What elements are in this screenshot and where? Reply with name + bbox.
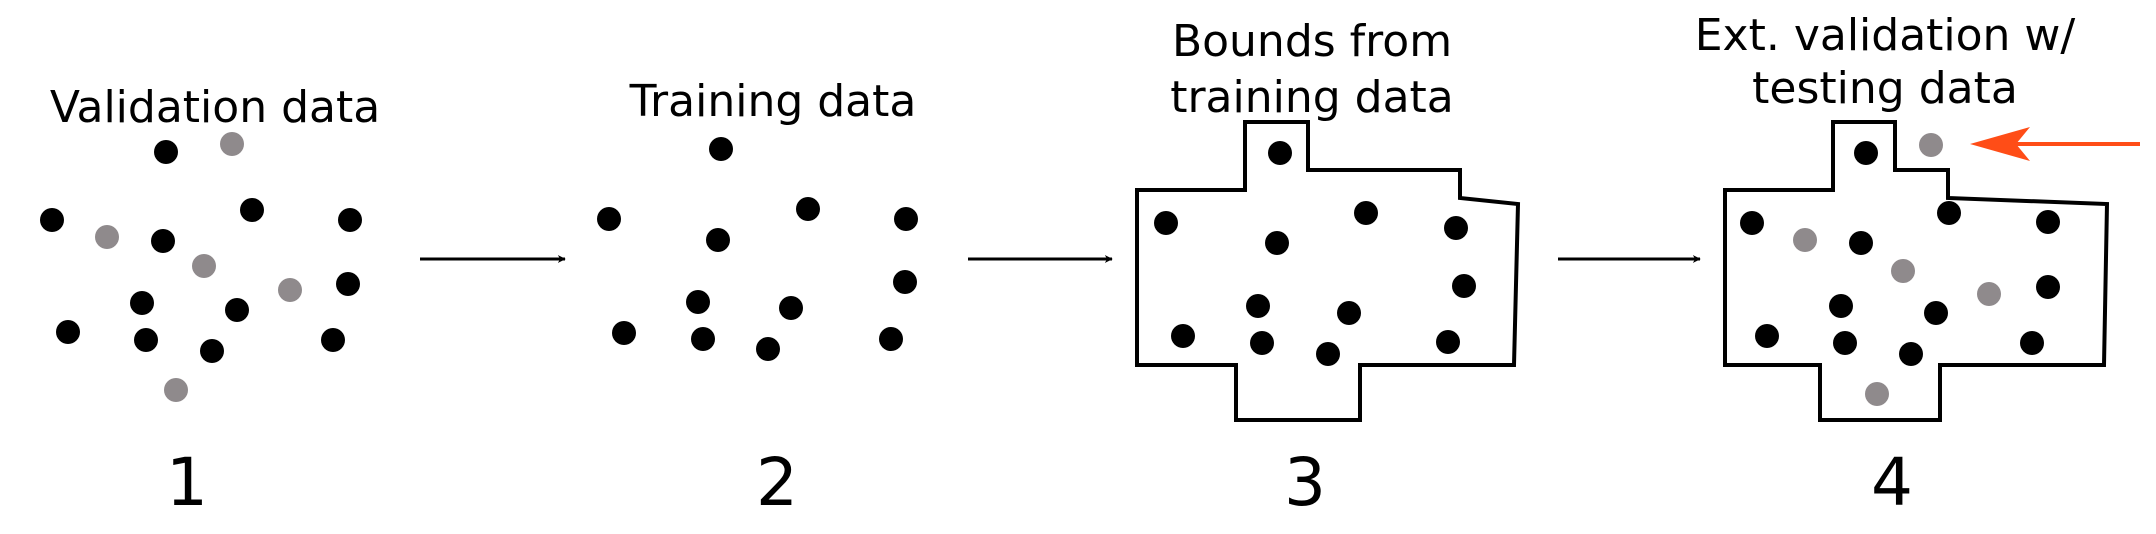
training-point: [1829, 294, 1853, 318]
training-point: [1265, 231, 1289, 255]
training-point: [1337, 301, 1361, 325]
panel-3-title-line-2: training data: [1170, 72, 1454, 123]
training-point: [879, 327, 903, 351]
training-point: [706, 228, 730, 252]
training-point: [894, 207, 918, 231]
panel-4-title-line-2: testing data: [1752, 63, 2018, 114]
panel-2-number: 2: [756, 444, 798, 521]
panel-1-number: 1: [166, 444, 208, 521]
training-point: [1171, 324, 1195, 348]
training-point: [597, 207, 621, 231]
validation-point: [134, 328, 158, 352]
training-point: [1436, 330, 1460, 354]
training-point: [2020, 331, 2044, 355]
panel-1-points: [40, 132, 362, 402]
testing-point: [1865, 382, 1889, 406]
training-point: [1316, 342, 1340, 366]
validation-point: [192, 254, 216, 278]
training-point: [1246, 294, 1270, 318]
training-point: [686, 290, 710, 314]
validation-point: [130, 291, 154, 315]
training-point: [1354, 201, 1378, 225]
validation-point: [321, 328, 345, 352]
panel-3-bounds-outline: [1135, 120, 1521, 422]
indicator-arrow-head: [1970, 127, 2030, 161]
validation-point: [40, 208, 64, 232]
training-point: [1250, 331, 1274, 355]
training-point: [893, 270, 917, 294]
training-point: [691, 327, 715, 351]
panel-2-points: [597, 137, 918, 361]
validation-point: [336, 272, 360, 296]
training-point: [1154, 211, 1178, 235]
testing-point: [1891, 259, 1915, 283]
training-point: [2036, 275, 2060, 299]
training-point: [1268, 141, 1292, 165]
training-point: [1937, 201, 1961, 225]
training-point: [1833, 331, 1857, 355]
panel-4-title-line-1: Ext. validation w/: [1695, 10, 2076, 61]
panel-3-number: 3: [1284, 444, 1326, 521]
validation-point: [240, 198, 264, 222]
panel-3-points: [1154, 141, 1476, 366]
training-point: [1755, 324, 1779, 348]
testing-point: [1793, 228, 1817, 252]
out-of-bounds-indicator-arrow: [1970, 127, 2140, 161]
validation-point: [56, 320, 80, 344]
training-point: [1740, 211, 1764, 235]
training-point: [756, 337, 780, 361]
validation-point: [200, 339, 224, 363]
validation-point: [225, 298, 249, 322]
training-point: [796, 197, 820, 221]
validation-point: [338, 208, 362, 232]
validation-point: [154, 140, 178, 164]
validation-point: [95, 225, 119, 249]
training-point: [1849, 231, 1873, 255]
validation-point: [151, 229, 175, 253]
training-point: [2036, 210, 2060, 234]
training-point: [1924, 301, 1948, 325]
training-point: [1444, 216, 1468, 240]
testing-point-out-of-bounds: [1919, 133, 1943, 157]
training-point: [779, 296, 803, 320]
testing-point: [1977, 282, 2001, 306]
panel-3-title: Bounds from training data: [1170, 16, 1454, 123]
panel-4-bounds-outline: [1723, 120, 2110, 422]
validation-point: [164, 378, 188, 402]
panel-2-title-line: Training data: [629, 76, 917, 127]
training-point: [612, 321, 636, 345]
panel-4-title: Ext. validation w/ testing data: [1695, 10, 2076, 114]
training-point: [709, 137, 733, 161]
panel-3-title-line-1: Bounds from: [1172, 16, 1452, 67]
training-point: [1899, 342, 1923, 366]
panel-4-number: 4: [1871, 444, 1913, 521]
validation-point: [220, 132, 244, 156]
panel-1-title: Validation data: [50, 82, 380, 133]
panel-2-title: Training data: [629, 76, 917, 127]
validation-point: [278, 278, 302, 302]
panel-4-points: [1740, 133, 2060, 406]
training-point: [1452, 274, 1476, 298]
panel-1-title-line: Validation data: [50, 82, 380, 133]
training-point: [1854, 141, 1878, 165]
